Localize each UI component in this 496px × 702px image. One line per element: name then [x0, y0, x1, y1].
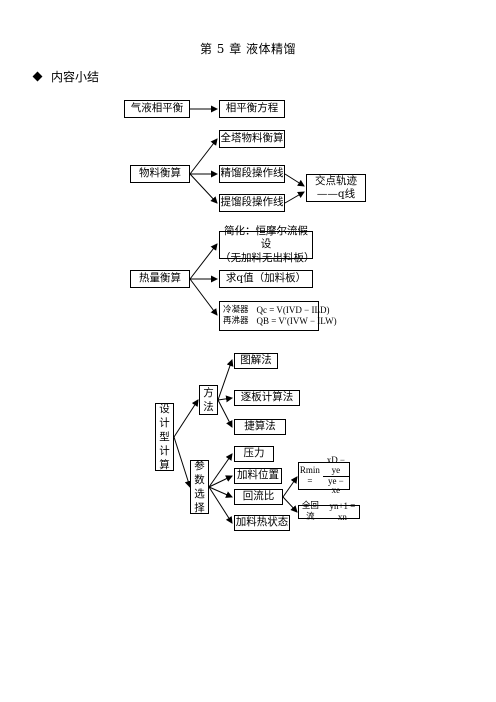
material-rectifying-box: 精馏段操作线 — [219, 165, 285, 183]
arrow-material-strip — [189, 173, 218, 204]
heat-simplify-box: 简化：恒摩尔流假设 （无加料无出料板） — [219, 225, 315, 264]
page-title: 第 5 章 液体精馏 — [199, 42, 297, 56]
arrow-method-graphic — [217, 359, 234, 401]
arrow-reflux-rmin — [282, 476, 298, 498]
reboiler-label: 再沸器 — [223, 316, 249, 327]
rmin-formula-box: Rmin = xD − ye ye − xe — [298, 455, 350, 495]
rmin-denominator: ye − xe — [327, 475, 344, 496]
design-char-5: 算 — [159, 459, 170, 472]
arrow-method-short — [217, 399, 233, 428]
arrow-merge-rect — [284, 173, 305, 187]
equilibrium-root-box: 气液相平衡 — [124, 100, 190, 118]
total-reflux-label: 全回流 — [301, 501, 319, 522]
methods-char-1: 方 — [203, 386, 214, 399]
reboiler-row: 再沸器 QB = V′(IVW − ILW) — [223, 316, 337, 327]
param-reflux-box: 回流比 — [234, 489, 283, 505]
heat-simplify-text-2: （无加料无出料板） — [220, 251, 315, 264]
method-graphic-box: 图解法 — [234, 353, 278, 369]
rmin-lhs: Rmin = — [299, 464, 320, 486]
methods-box: 方 法 — [199, 385, 218, 415]
arrow-reflux-total — [282, 496, 298, 513]
q-line-text-1: 交点轨迹 — [315, 174, 357, 187]
material-root-box: 物料衡算 — [130, 165, 190, 183]
design-char-2: 计 — [159, 416, 170, 429]
params-box: 参 数 选 择 — [190, 460, 209, 514]
design-char-4: 计 — [159, 445, 170, 458]
arrow-param-feed-loc — [208, 475, 233, 488]
arrow-design-methods — [173, 399, 199, 438]
condenser-row: 冷凝器 Qc = V(IVD − ILD) — [223, 305, 329, 316]
methods-char-2: 法 — [203, 401, 214, 413]
condenser-formula: Qc = V(IVD − ILD) — [256, 304, 330, 315]
q-line-box: 交点轨迹 ——q线 — [306, 174, 366, 202]
reboiler-formula: QB = V′(IVW − ILW) — [256, 316, 337, 326]
material-stripping-box: 提馏段操作线 — [219, 194, 285, 212]
design-char-3: 型 — [159, 430, 170, 443]
param-feed-location-box: 加料位置 — [234, 468, 282, 484]
arrow-param-thermal — [208, 486, 233, 524]
heat-q-box: 求q值（加料板） — [219, 270, 313, 288]
section-heading: 内容小结 — [32, 68, 100, 85]
arrow-heat-simplify — [189, 243, 218, 280]
arrow-param-pressure — [208, 453, 233, 488]
total-reflux-box: 全回流 yn+1 = xn — [298, 501, 360, 522]
method-short-box: 捷算法 — [234, 419, 286, 435]
arrow-param-reflux — [208, 486, 233, 498]
arrow-method-stage — [217, 395, 233, 403]
section-label: 内容小结 — [51, 70, 100, 84]
params-char-4: 择 — [194, 502, 205, 515]
arrow-heat-balance — [189, 278, 218, 316]
params-char-2: 数 — [194, 473, 205, 486]
params-char-3: 选 — [194, 488, 205, 500]
params-char-1: 参 — [194, 459, 205, 472]
material-total-box: 全塔物料衡算 — [219, 130, 285, 148]
arrow-material-total — [189, 138, 218, 175]
method-stage-box: 逐板计算法 — [234, 390, 300, 406]
heat-simplify-text-1: 简化：恒摩尔流假设 — [224, 225, 308, 251]
arrow-merge-strip — [284, 191, 305, 204]
param-pressure-box: 压力 — [234, 446, 274, 462]
heat-root-box: 热量衡算 — [130, 270, 190, 288]
rmin-numerator: xD − ye — [322, 455, 349, 477]
arrow-design-params — [173, 436, 192, 488]
heat-balance-box: 冷凝器 Qc = V(IVD − ILD) 再沸器 QB = V′(IVW − … — [219, 301, 337, 331]
q-line-text-2: ——q线 — [316, 188, 356, 200]
param-thermal-box: 加料热状态 — [234, 515, 290, 531]
design-root-box: 设 计 型 计 算 — [155, 403, 174, 471]
design-char-1: 设 — [159, 402, 170, 415]
rmin-fraction: xD − ye ye − xe — [322, 455, 349, 497]
condenser-label: 冷凝器 — [223, 305, 249, 316]
equilibrium-equation-box: 相平衡方程 — [219, 100, 285, 118]
total-reflux-formula: yn+1 = xn — [329, 500, 356, 522]
